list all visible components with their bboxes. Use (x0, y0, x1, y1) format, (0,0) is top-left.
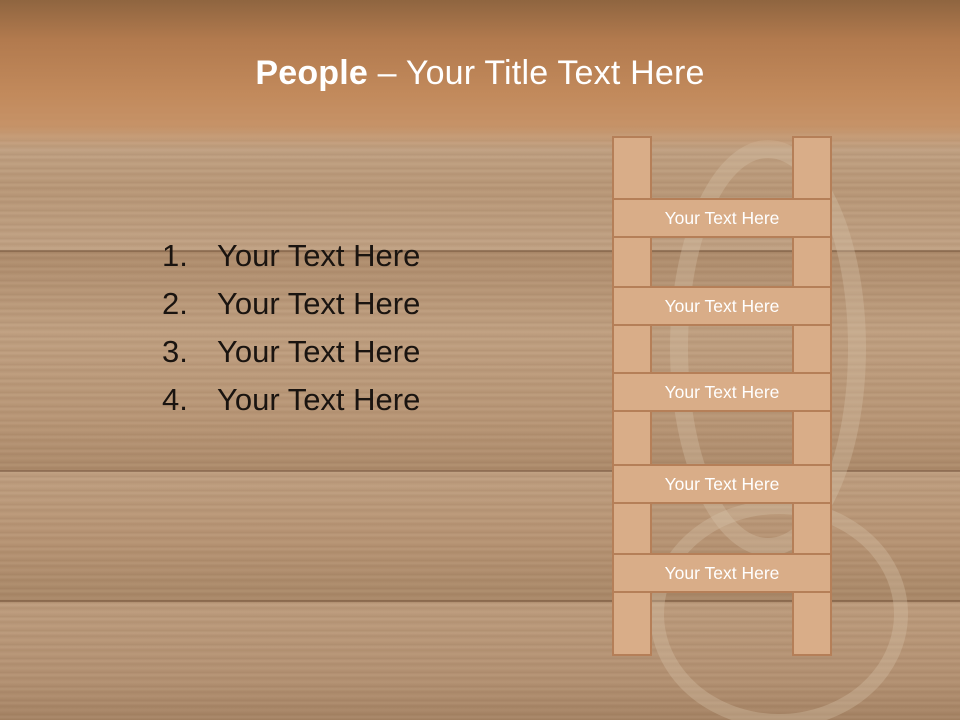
list-item-text: Your Text Here (217, 334, 421, 369)
ladder-rung: Your Text Here (612, 464, 832, 504)
numbered-list: 1. Your Text Here 2. Your Text Here 3. Your… (162, 232, 420, 424)
slide-title: People – Your Title Text Here (0, 54, 960, 93)
ladder-rung: Your Text Here (612, 372, 832, 412)
list-item-number: 3. (162, 334, 188, 369)
list-item-number: 4. (162, 382, 188, 417)
plank-seam (0, 250, 960, 252)
list-item: 3. Your Text Here (162, 328, 420, 376)
list-item-number: 2. (162, 286, 188, 321)
ladder-rung: Your Text Here (612, 553, 832, 593)
list-item-text: Your Text Here (217, 238, 421, 273)
plank-seam (0, 470, 960, 472)
title-bold: People (255, 54, 369, 92)
list-item: 4. Your Text Here (162, 376, 420, 424)
list-item-text: Your Text Here (217, 286, 421, 321)
ladder-rung: Your Text Here (612, 286, 832, 326)
list-item: 2. Your Text Here (162, 280, 420, 328)
list-item-text: Your Text Here (217, 382, 421, 417)
ladder-rung: Your Text Here (612, 198, 832, 238)
title-rest: – Your Title Text Here (368, 54, 705, 92)
list-item: 1. Your Text Here (162, 232, 420, 280)
plank-seam (0, 600, 960, 602)
title-band (0, 0, 960, 150)
list-item-number: 1. (162, 238, 188, 273)
